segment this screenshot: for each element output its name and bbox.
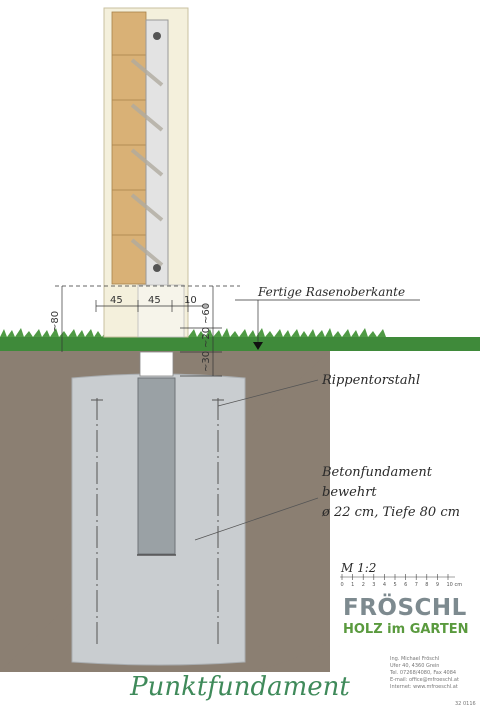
scale-tick-label: 2 [362,582,365,588]
dim-embed: ~30 [201,351,212,372]
scale-tick-label: 7 [415,582,418,588]
dim-w1: 45 [110,295,123,306]
scale-tick-label: 6 [404,582,407,588]
dim-clearance: ~60 [201,303,212,324]
scale-tick-label: 3 [372,582,375,588]
label-foundation-1: Betonfundament [321,465,433,480]
ground-marker [253,342,263,350]
bolt-hole-top [153,32,161,40]
company-logo: FRÖSCHL HOLZ im GARTEN [343,596,473,638]
scale-tick-label: 1 [351,582,354,588]
company-name: FRÖSCHL [343,595,467,621]
wood-boards [111,11,147,285]
scale-tick-label: 4 [383,582,386,588]
document-number: 32 0116 [455,701,476,707]
scale-label: M 1:2 [340,561,376,575]
scale-tick-label: 0 [341,582,344,588]
bolt-hole-bottom [153,264,161,272]
scale-tick-label: 10 cm [447,582,463,588]
dim-gap: ~20 [201,327,212,348]
company-contact: Ing. Michael Fröschl Ufer 40, 4360 Grein… [390,656,480,691]
company-tagline: HOLZ im GARTEN [343,622,469,637]
dim-w3: 10 [184,295,197,306]
contact-line: Tel. 07268/4080, Fax 4084 [390,670,457,676]
scale-tick-label: 9 [436,582,439,588]
metal-bracket [145,19,169,291]
dim-height-above: ~80 [50,311,61,332]
grass-strip [0,337,480,351]
contact-line: Internet: www.mfroeschl.at [390,684,458,690]
page-title: Punktfundament [130,672,350,702]
post-anchor-plate [137,377,176,555]
post-anchor-upper [139,351,174,377]
contact-line: Ing. Michael Fröschl [390,656,440,662]
post-lower [137,284,185,338]
label-rebar: Rippentorstahl [321,373,420,388]
scale-ticks: 0 1 2 3 4 5 6 7 8 9 10 cm [341,574,463,588]
contact-line: Ufer 40, 4360 Grein [390,663,440,669]
label-foundation-2: bewehrt [322,485,377,500]
label-foundation-3: ø 22 cm, Tiefe 80 cm [321,505,460,520]
scale-tick-label: 8 [425,582,428,588]
scale-tick-label: 5 [394,582,397,588]
dim-w2: 45 [148,295,161,306]
label-ground-level: Fertige Rasenoberkante [257,285,405,299]
contact-line: E-mail: office@mfroeschl.at [390,677,459,683]
